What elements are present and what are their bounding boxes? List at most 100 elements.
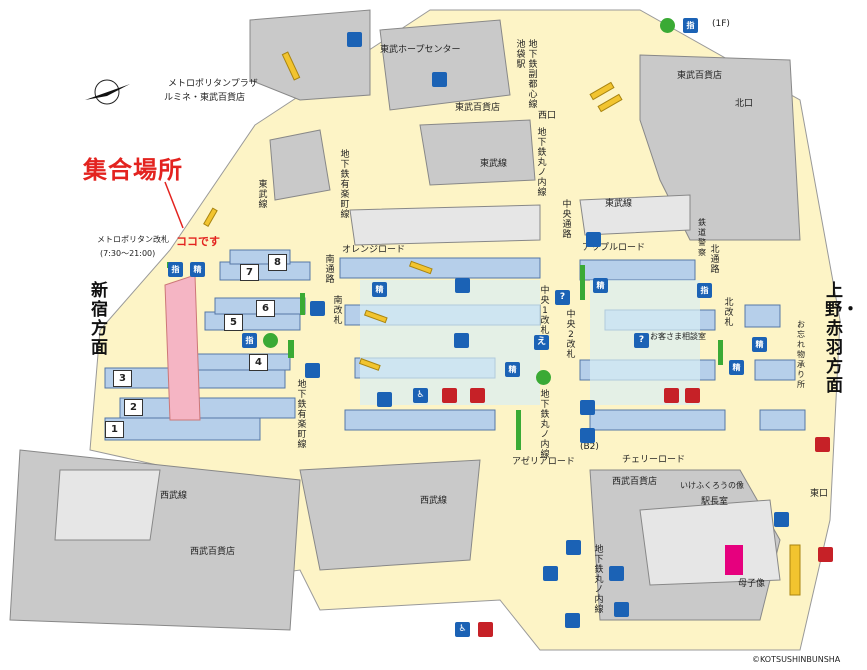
locker-icon-j: [566, 540, 581, 555]
locker-icon-l: [609, 566, 624, 581]
platform-7: 7: [240, 264, 259, 281]
accessible-icon-b: ♿: [455, 622, 470, 637]
locker-icon-m: [614, 602, 629, 617]
ticket-office-icon-c: 指: [697, 283, 712, 298]
building-seibu: [299, 459, 481, 571]
meeting-point-title: 集合場所: [83, 156, 183, 184]
east-exit-label: 東口: [810, 489, 829, 499]
minami-gate-label: 南改札: [333, 296, 343, 326]
marunouchi-line-label-c: 地下鉄丸ノ内線: [594, 545, 604, 615]
gate-marker-kita: [718, 340, 723, 365]
kita-gate-label: 北改札: [724, 298, 734, 328]
locker-icon-f: [580, 400, 595, 415]
fare-adjustment-icon-e: 精: [729, 360, 744, 375]
building-northwest: [249, 9, 371, 101]
platform-8: 8: [268, 254, 287, 271]
locker-icon-g: [580, 428, 595, 443]
restroom-icon-e: [815, 437, 830, 452]
north-exit-label: 北口: [735, 99, 754, 109]
green-window-icon-b: [536, 370, 551, 385]
green-window-icon: [263, 333, 278, 348]
restroom-icon-b: [470, 388, 485, 403]
yurakucho-line-label-b: 地下鉄有楽町線: [297, 380, 307, 450]
metropolitan-corridor: [164, 274, 201, 421]
central-concourse: [360, 280, 540, 405]
platform-5: 5: [224, 314, 243, 331]
info-label: お客さま相談室: [650, 332, 706, 341]
platform-2: 2: [124, 399, 143, 416]
ticket-office-icon-b: 指: [242, 333, 257, 348]
metropolitan-gate-label: メトロポリタン改札: [97, 235, 169, 244]
orange-road-label: オレンジロード: [342, 245, 406, 255]
meeting-arrow: [164, 181, 184, 229]
metropolitan-plaza-label: メトロポリタンプラザ: [168, 79, 258, 89]
ei-icon: え: [534, 335, 549, 350]
platform-4: 4: [249, 354, 268, 371]
tobu-line-label: 東武線: [480, 159, 508, 169]
tobu-dept-label: 東武百貨店: [455, 103, 501, 113]
lost-found-label: お忘れ物承り所: [797, 320, 805, 389]
locker-icon: [432, 72, 447, 87]
cherry-road-label: チェリーロード: [622, 455, 686, 465]
ikebukuro-station-label: 池袋駅: [516, 40, 526, 70]
locker-icon-d: [454, 333, 469, 348]
compass: [85, 79, 130, 105]
platform-6: 6: [256, 300, 275, 317]
seibu-platforms: [54, 469, 161, 541]
gate-marker-chuo: [580, 265, 585, 300]
locker-icon-p: [305, 363, 320, 378]
tobu-platform-a: [349, 204, 541, 246]
chuo-dori-label: 中央通路: [562, 200, 572, 240]
west-exit-label: 西口: [538, 111, 557, 121]
tobu-hope-center-label: 東武ホープセンター: [380, 45, 461, 55]
gate-marker-minami: [300, 293, 305, 315]
building-tobu-hope: [379, 19, 511, 111]
locker-icon-o: [310, 301, 325, 316]
gate-marker-minami-b: [288, 340, 294, 358]
green-window-icon-c: [660, 18, 675, 33]
locker-icon-c: [455, 278, 470, 293]
locker-icon-h: [586, 232, 601, 247]
vending-block: [725, 545, 743, 575]
gate-marker-marunouchi: [516, 410, 521, 450]
accessible-icon: ♿: [413, 388, 428, 403]
kita-dori-label: 北通路: [710, 245, 720, 275]
east-exit-hall: [639, 499, 781, 586]
locker-icon-b: [347, 32, 362, 47]
azalea-road-label: アゼリアロード: [512, 457, 575, 467]
railway-police-label: 鉄道警察: [698, 218, 706, 257]
seibu-dept-label: 西武百貨店: [190, 547, 236, 557]
fare-adjustment-icon-c: 精: [505, 362, 520, 377]
restroom-icon: [442, 388, 457, 403]
escalators: [203, 51, 801, 596]
locker-icon-e: [377, 392, 392, 407]
tobu-line-label-east: 東武線: [605, 199, 633, 209]
first-floor-label: (1F): [712, 19, 730, 29]
locker-icon-k: [543, 566, 558, 581]
ticket-office-icon-d: 指: [683, 18, 698, 33]
fare-adjustment-icon: 精: [190, 262, 205, 277]
seibu-line-label: 西武線: [160, 491, 188, 501]
apple-road-label: アップルロード: [582, 243, 646, 253]
meeting-point-here: ココです: [176, 235, 220, 248]
seibu-dept-label-east: 西武百貨店: [612, 477, 658, 487]
fare-adjustment-icon-d: 精: [593, 278, 608, 293]
tobu-line-label-west: 東武線: [258, 180, 268, 210]
fukutoshin-line-label: 地下鉄副都心線: [528, 40, 538, 110]
ticket-office-icon: 指: [168, 262, 183, 277]
info-question-icon: ?: [555, 290, 570, 305]
metropolitan-gate-hours: (7:30〜21:00): [100, 249, 156, 258]
station-master-label: 駅長室: [701, 497, 729, 507]
restroom-icon-g: [478, 622, 493, 637]
restroom-icon-c: [664, 388, 679, 403]
tobu-platform-b: [579, 194, 691, 236]
ikefukuro-label: いけふくろうの像: [680, 481, 744, 490]
platform-1: 1: [105, 421, 124, 438]
locker-icon-n: [565, 613, 580, 628]
yurakucho-line-label: 地下鉄有楽町線: [340, 150, 350, 220]
platform-3: 3: [113, 370, 132, 387]
chuo2-gate-label: 中央2改札: [566, 310, 576, 360]
chuo1-gate-label: 中央1改札: [540, 286, 550, 336]
